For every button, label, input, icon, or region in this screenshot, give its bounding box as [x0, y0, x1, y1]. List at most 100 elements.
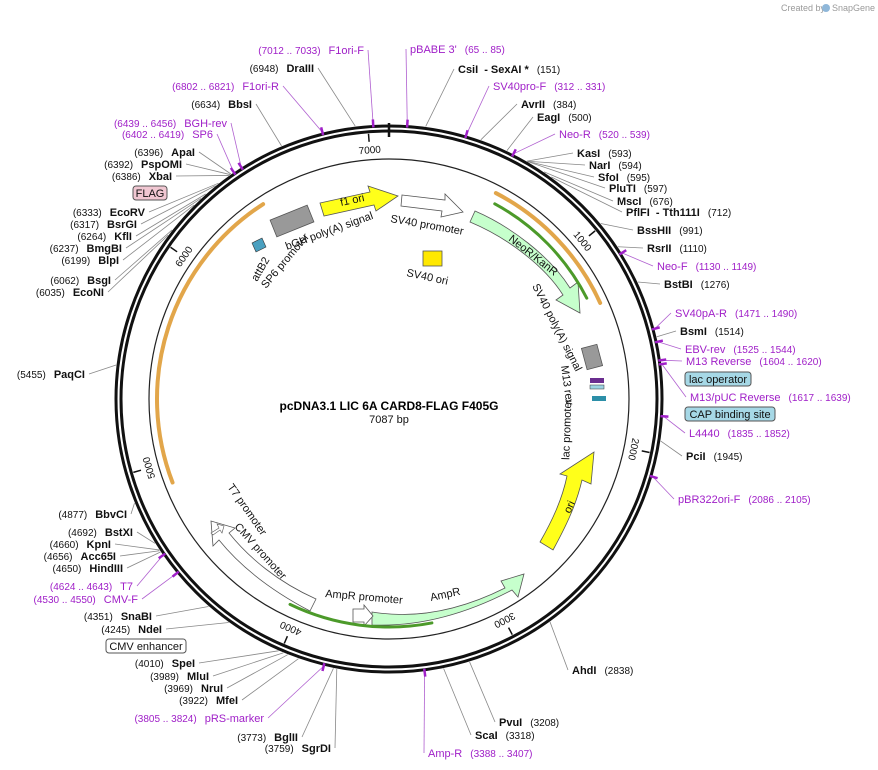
primer-label[interactable]: (3805 .. 3824)pRS-marker — [134, 713, 264, 725]
leader-line — [656, 330, 677, 338]
primer-mark — [319, 127, 325, 136]
enzyme-label[interactable]: SfoI(595) — [598, 172, 650, 184]
primer-label[interactable]: Amp-R(3388 .. 3407) — [428, 748, 533, 760]
enzyme-label[interactable]: (4650)HindIII — [52, 563, 123, 575]
enzyme-label[interactable]: (4656)Acc65I — [44, 551, 116, 563]
primer-label[interactable]: (6439 .. 6456)BGH-rev — [114, 118, 228, 130]
enzyme-label[interactable]: (4877)BbvCI — [58, 509, 127, 521]
orf-arc-neor — [493, 191, 603, 305]
cmv-enhancer-box[interactable] — [105, 638, 187, 654]
flag-box[interactable] — [132, 185, 168, 201]
sv40-ori-feature[interactable] — [422, 250, 443, 267]
primer-label[interactable]: M13/pUC Reverse(1617 .. 1639) — [690, 392, 851, 404]
enzyme-label[interactable]: CsiI- SexAI *(151) — [458, 64, 560, 76]
enzyme-label[interactable]: (3773)BglII — [237, 732, 298, 744]
enzyme-label[interactable]: BsmI(1514) — [680, 326, 744, 338]
ori-feature[interactable] — [539, 451, 595, 551]
enzyme-label[interactable]: RsrII(1110) — [647, 243, 707, 255]
enzyme-label[interactable]: PciI(1945) — [686, 451, 742, 463]
bgh-feature[interactable] — [269, 204, 315, 238]
enzyme-label[interactable]: (4692)BstXI — [68, 527, 133, 539]
primer-label[interactable]: pBR322ori-F(2086 .. 2105) — [678, 494, 811, 506]
enzyme-label[interactable]: (6333)EcoRV — [73, 207, 146, 219]
enzyme-label[interactable]: (6264)KflI — [77, 231, 132, 243]
enzyme-label[interactable]: PvuI(3208) — [499, 717, 559, 729]
enzyme-label[interactable]: AhdI(2838) — [572, 665, 633, 677]
enzyme-label[interactable]: (6634)BbsI — [191, 99, 252, 111]
tick-mark — [641, 450, 650, 454]
enzyme-label[interactable]: (3989)MluI — [150, 671, 209, 683]
ampr-promoter-feature[interactable] — [352, 603, 374, 628]
enzyme-label[interactable]: (6386)XbaI — [112, 171, 172, 183]
primer-label[interactable]: pBABE 3'(65 .. 85) — [410, 44, 505, 56]
f1-ori-feature[interactable] — [319, 185, 399, 217]
primer-label[interactable]: (7012 .. 7033)F1ori-F — [258, 45, 364, 57]
enzyme-label[interactable]: BstBI(1276) — [664, 279, 730, 291]
enzyme-label[interactable]: (4351)SnaBI — [84, 611, 152, 623]
enzyme-label[interactable]: AvrII(384) — [521, 99, 576, 111]
tick-mark — [507, 627, 513, 636]
leader-line — [198, 650, 279, 664]
attb2-feature[interactable] — [251, 237, 267, 253]
primer-label[interactable]: EBV-rev(1525 .. 1544) — [685, 344, 796, 356]
m13-rev-feature[interactable] — [590, 378, 604, 383]
leader-line — [136, 531, 156, 544]
enzyme-label[interactable]: (6199)BlpI — [61, 255, 119, 267]
ampr-feature[interactable] — [371, 573, 525, 626]
primer-label[interactable]: SV40pro-F(312 .. 331) — [493, 81, 605, 93]
primer-label[interactable]: (4530 .. 4550)CMV-F — [34, 594, 139, 606]
primer-label[interactable]: L4440(1835 .. 1852) — [689, 428, 790, 440]
enzyme-label[interactable]: (4010)SpeI — [135, 658, 195, 670]
enzyme-label[interactable]: (6035)EcoNI — [36, 287, 104, 299]
primer-label[interactable]: (6402 .. 6419)SP6 — [122, 129, 213, 141]
cap-site-feature[interactable] — [592, 396, 606, 401]
primer-label[interactable]: Neo-R(520 .. 539) — [559, 129, 650, 141]
enzyme-label[interactable]: (3969)NruI — [164, 683, 223, 695]
lac-operator-feature[interactable] — [589, 384, 605, 390]
enzyme-label[interactable]: (4660)KpnI — [50, 539, 111, 551]
leader-line — [657, 341, 682, 350]
tick-label: 6000 — [174, 244, 196, 269]
enzyme-label[interactable]: BssHII(991) — [637, 225, 703, 237]
enzyme-label[interactable]: (4245)NdeI — [101, 624, 162, 636]
cmv-enhancer-text: CMV enhancer — [109, 641, 183, 653]
enzyme-label[interactable]: (3922)MfeI — [179, 695, 238, 707]
primer-label[interactable]: Neo-F(1130 .. 1149) — [657, 261, 756, 273]
cmv-promoter-feature[interactable] — [210, 520, 317, 612]
sv40-promoter-feature[interactable] — [400, 193, 464, 218]
enzyme-label[interactable]: (6948)DraIII — [250, 63, 314, 75]
tick-mark — [283, 635, 289, 644]
enzyme-label[interactable]: (6392)PspOMI — [104, 159, 182, 171]
enzyme-label[interactable]: NarI(594) — [589, 160, 642, 172]
f1-ori-label: f1 ori — [339, 192, 365, 209]
primer-label[interactable]: (4624 .. 4643)T7 — [50, 581, 133, 593]
enzyme-label[interactable]: (6237)BmgBI — [50, 243, 122, 255]
enzyme-label[interactable]: ScaI(3318) — [475, 730, 535, 742]
primer-label[interactable]: M13 Reverse(1604 .. 1620) — [686, 356, 822, 368]
lac-operator-text: lac operator — [689, 374, 747, 386]
enzyme-label[interactable]: (6396)ApaI — [134, 147, 195, 159]
ampr-label: AmpR — [429, 586, 461, 604]
leader-line — [212, 652, 284, 677]
enzyme-label[interactable]: (6317)BsrGI — [70, 219, 137, 231]
enzyme-label[interactable]: MscI(676) — [617, 196, 673, 208]
sv40-polya-feature[interactable] — [580, 343, 604, 371]
primer-label[interactable]: SV40pA-R(1471 .. 1490) — [675, 308, 797, 320]
inner-ring — [148, 158, 630, 640]
leader-line — [425, 68, 455, 127]
enzyme-label[interactable]: (6062)BsgI — [50, 275, 111, 287]
enzyme-label[interactable]: (3759)SgrDI — [265, 743, 331, 755]
enzyme-label[interactable]: PflFI- Tth111I(712) — [626, 207, 731, 219]
primer-mark — [229, 167, 237, 176]
enzyme-label[interactable]: PluTI(597) — [609, 183, 667, 195]
primer-label[interactable]: (6802 .. 6821)F1ori-R — [172, 81, 279, 93]
enzyme-label[interactable]: KasI(593) — [577, 148, 632, 160]
primer-mark — [237, 162, 244, 171]
enzyme-label[interactable]: EagI(500) — [537, 112, 592, 124]
leader-line — [527, 160, 586, 166]
enzyme-label[interactable]: (5455)PaqCI — [17, 369, 85, 381]
lac-operator-box[interactable] — [684, 371, 752, 387]
cap-site-box[interactable] — [684, 406, 776, 422]
t7-promoter-feature[interactable] — [210, 523, 225, 536]
neor-feature[interactable] — [469, 210, 581, 314]
